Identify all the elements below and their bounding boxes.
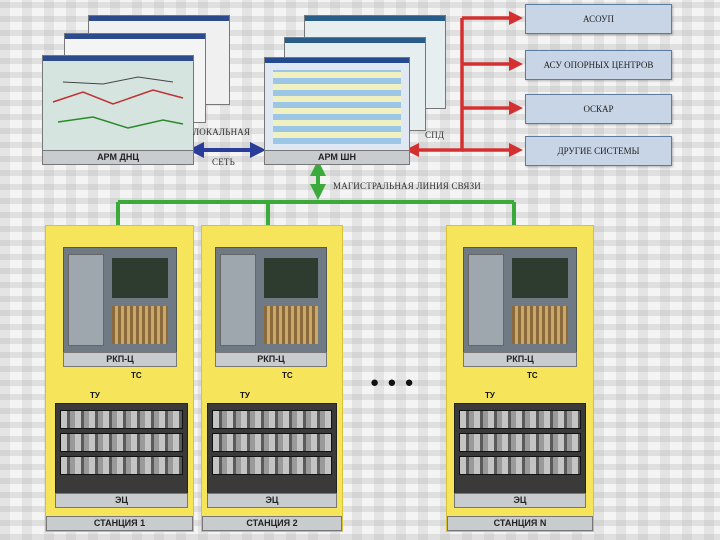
station-1: РКП-Ц ТУ ТС ЭЦ СТАНЦИЯ 1 bbox=[45, 225, 194, 532]
arm-shn-label: АРМ ШН bbox=[264, 150, 410, 165]
ec-label: ЭЦ bbox=[454, 493, 586, 508]
local-network-label-2: СЕТЬ bbox=[212, 157, 235, 167]
rkp-label: РКП-Ц bbox=[215, 352, 327, 367]
ec-equipment bbox=[207, 403, 337, 495]
station-name: СТАНЦИЯ 2 bbox=[202, 516, 342, 531]
tu-label: ТУ bbox=[485, 391, 495, 400]
system-asu-reference-centers: АСУ ОПОРНЫХ ЦЕНТРОВ bbox=[525, 50, 672, 80]
rkp-cabinet bbox=[63, 247, 177, 354]
ts-label: ТС bbox=[527, 371, 538, 380]
ec-equipment bbox=[55, 403, 188, 495]
rkp-cabinet bbox=[463, 247, 577, 354]
rkp-cabinet bbox=[215, 247, 327, 354]
rkp-label: РКП-Ц bbox=[63, 352, 177, 367]
ts-label: ТС bbox=[131, 371, 142, 380]
tu-label: ТУ bbox=[90, 391, 100, 400]
station-2: РКП-Ц ТУ ТС ЭЦ СТАНЦИЯ 2 bbox=[201, 225, 343, 532]
rkp-label: РКП-Ц bbox=[463, 352, 577, 367]
arm-shn-group: АРМ ШН bbox=[262, 15, 462, 163]
system-asoup: АСОУП bbox=[525, 4, 672, 34]
system-other: ДРУГИЕ СИСТЕМЫ bbox=[525, 136, 672, 166]
backbone-label: МАГИСТРАЛЬНАЯ ЛИНИЯ СВЯЗИ bbox=[333, 181, 481, 191]
tu-label: ТУ bbox=[240, 391, 250, 400]
more-stations-ellipsis: ● ● ● bbox=[370, 374, 416, 391]
local-network-label-1: ЛОКАЛЬНАЯ bbox=[193, 127, 250, 137]
system-oskar: ОСКАР bbox=[525, 94, 672, 124]
ec-label: ЭЦ bbox=[207, 493, 337, 508]
ec-equipment bbox=[454, 403, 586, 495]
ts-label: ТС bbox=[282, 371, 293, 380]
shn-screen-front bbox=[264, 57, 410, 153]
dnc-screen-front bbox=[42, 55, 194, 153]
arm-dnc-group: АРМ ДНЦ bbox=[38, 15, 198, 163]
station-name: СТАНЦИЯ N bbox=[447, 516, 593, 531]
station-name: СТАНЦИЯ 1 bbox=[46, 516, 193, 531]
spd-label: СПД bbox=[425, 130, 444, 140]
arm-dnc-label: АРМ ДНЦ bbox=[42, 150, 194, 165]
ec-label: ЭЦ bbox=[55, 493, 188, 508]
station-n: РКП-Ц ТУ ТС ЭЦ СТАНЦИЯ N bbox=[446, 225, 594, 532]
